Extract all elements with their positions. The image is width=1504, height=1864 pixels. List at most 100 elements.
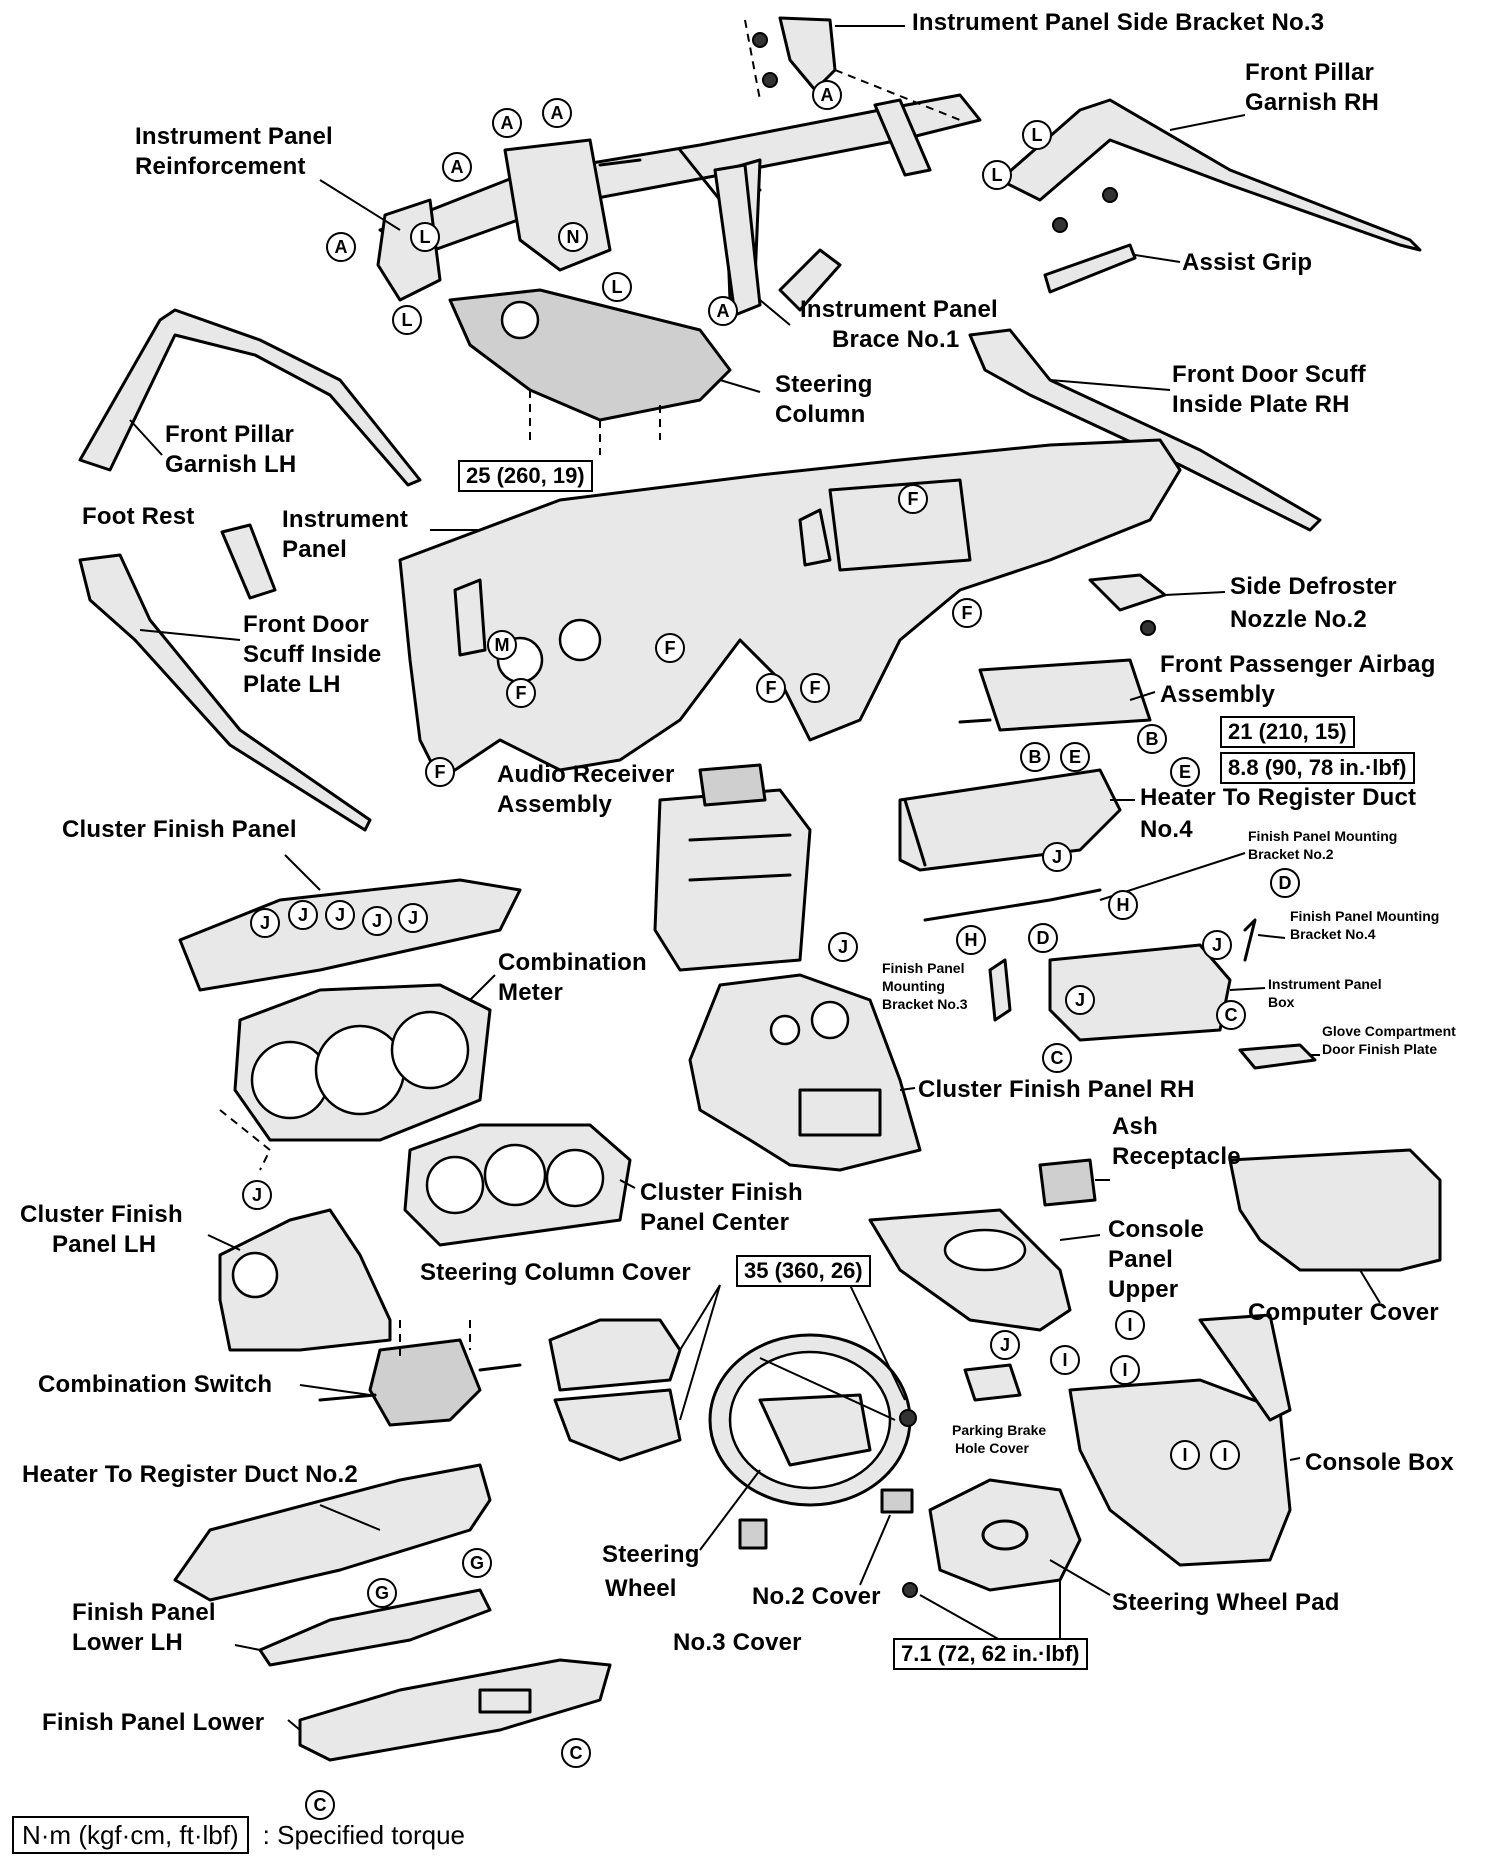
callout-c: C — [1042, 1043, 1072, 1073]
label-cluster-finish-panel: Cluster Finish Panel — [62, 816, 297, 843]
label-audio-receiver-line1: Audio Receiver — [497, 761, 675, 788]
callout-b: B — [1137, 724, 1167, 754]
label-side-defroster-line1: Side Defroster — [1230, 573, 1397, 600]
callout-l: L — [410, 222, 440, 252]
callout-i: I — [1170, 1440, 1200, 1470]
label-front-door-scuff-rh-line1: Front Door Scuff — [1172, 361, 1366, 388]
computer-cover-shape — [1228, 1148, 1442, 1272]
callout-j: J — [250, 908, 280, 938]
ash-receptacle-shape — [1038, 1158, 1097, 1207]
leader-lines — [129, 25, 1381, 1731]
label-front-door-scuff-rh-line2: Inside Plate RH — [1172, 391, 1350, 418]
label-ip-box-line1: Instrument Panel — [1268, 976, 1382, 992]
callout-f: F — [800, 673, 830, 703]
label-cluster-lh-line1: Cluster Finish — [20, 1201, 183, 1228]
label-steering-wheel-line1: Steering — [602, 1541, 700, 1568]
label-steering-wheel-line2: Wheel — [605, 1575, 677, 1602]
callout-i: I — [1115, 1310, 1145, 1340]
label-ip-brace-1-line2: Brace No.1 — [832, 326, 960, 353]
callout-l: L — [602, 272, 632, 302]
callout-i: I — [1110, 1355, 1140, 1385]
label-console-panel-upper-line1: Console — [1108, 1216, 1205, 1243]
torque-spec-21: 21 (210, 15) — [1220, 716, 1355, 748]
label-ip-reinforcement-line2: Reinforcement — [135, 153, 306, 180]
label-instrument-panel-line2: Panel — [282, 536, 348, 563]
console-box-shape — [1068, 1313, 1292, 1567]
callout-j: J — [362, 906, 392, 936]
label-foot-rest: Foot Rest — [82, 503, 195, 530]
label-front-pillar-garnish-rh-line2: Garnish RH — [1245, 89, 1380, 116]
front-door-scuff-lh — [78, 553, 372, 832]
label-ash-receptacle-line2: Receptacle — [1112, 1143, 1241, 1170]
label-cluster-center-line2: Panel Center — [640, 1209, 790, 1236]
callout-f: F — [952, 598, 982, 628]
legend-text: : Specified torque — [262, 1820, 466, 1850]
label-front-door-scuff-lh-line1: Front Door — [243, 611, 369, 638]
callout-j: J — [990, 1330, 1020, 1360]
label-front-pillar-garnish-lh-line2: Garnish LH — [165, 451, 297, 478]
label-heater-duct-4-line1: Heater To Register Duct — [1140, 784, 1417, 811]
callout-m: M — [487, 630, 517, 660]
callout-j: J — [1042, 842, 1072, 872]
label-parking-brake-line1: Parking Brake — [952, 1422, 1047, 1438]
label-side-defroster-line2: Nozzle No.2 — [1230, 606, 1367, 633]
callout-e: E — [1170, 757, 1200, 787]
label-ip-box-line2: Box — [1268, 994, 1295, 1010]
callout-f: F — [506, 678, 536, 708]
label-heater-duct-4-line2: No.4 — [1140, 816, 1193, 843]
foot-rest-shape — [220, 523, 277, 600]
side-bracket-3 — [744, 16, 961, 121]
label-instrument-panel-line1: Instrument — [282, 506, 409, 533]
label-bracket-4-line2: Bracket No.4 — [1290, 926, 1376, 942]
label-steering-column-line2: Column — [775, 401, 866, 428]
no3-cover-shape — [738, 1518, 768, 1550]
callout-j: J — [1065, 985, 1095, 1015]
label-bracket-3-line1: Finish Panel — [882, 960, 965, 976]
callout-j: J — [325, 900, 355, 930]
instrument-panel-reinforcement — [376, 93, 982, 302]
label-cluster-lh-line2: Panel LH — [52, 1231, 157, 1258]
legend-unit: N·m (kgf·cm, ft·lbf) — [12, 1816, 249, 1854]
instrument-panel-box-shape — [1048, 943, 1232, 1042]
label-combination-meter-line1: Combination — [498, 949, 647, 976]
label-no2-cover: No.2 Cover — [752, 1583, 881, 1610]
cluster-finish-panel-shape — [178, 878, 522, 992]
callout-e: E — [1060, 742, 1090, 772]
callout-g: G — [462, 1548, 492, 1578]
callout-c: C — [1216, 1000, 1246, 1030]
callout-f: F — [425, 757, 455, 787]
callout-l: L — [982, 160, 1012, 190]
callout-n: N — [558, 222, 588, 252]
label-passenger-airbag-line1: Front Passenger Airbag — [1160, 651, 1436, 678]
label-console-panel-upper-line2: Panel — [1108, 1246, 1174, 1273]
label-console-panel-upper-line3: Upper — [1108, 1276, 1179, 1303]
callout-a: A — [812, 80, 842, 110]
callout-i: I — [1210, 1440, 1240, 1470]
callout-j: J — [398, 903, 428, 933]
callout-a: A — [492, 108, 522, 138]
torque-spec-35: 35 (360, 26) — [736, 1255, 871, 1287]
label-bracket-3-line3: Bracket No.3 — [882, 996, 968, 1012]
callout-a: A — [442, 152, 472, 182]
callout-g: G — [367, 1578, 397, 1608]
console-panel-upper-shape — [868, 1208, 1072, 1332]
finish-panel-brackets — [923, 888, 1257, 1022]
callout-f: F — [898, 484, 928, 514]
combination-meter-shape — [219, 983, 492, 1171]
label-ash-receptacle-line1: Ash — [1112, 1113, 1158, 1140]
finish-panel-lower-lh-shape — [258, 1588, 492, 1667]
label-ip-side-bracket-3: Instrument Panel Side Bracket No.3 — [912, 9, 1325, 36]
label-bracket-2-line2: Bracket No.2 — [1248, 846, 1334, 862]
label-glove-plate-line2: Door Finish Plate — [1322, 1041, 1438, 1057]
label-steering-wheel-pad: Steering Wheel Pad — [1112, 1589, 1340, 1616]
label-glove-plate-line1: Glove Compartment — [1322, 1023, 1456, 1039]
label-cluster-finish-panel-rh: Cluster Finish Panel RH — [918, 1076, 1195, 1103]
label-front-pillar-garnish-lh-line1: Front Pillar — [165, 421, 295, 448]
combination-switch-shape — [318, 1320, 522, 1427]
label-bracket-2-line1: Finish Panel Mounting — [1248, 828, 1398, 844]
front-pillar-garnish-rh — [998, 98, 1422, 252]
callout-b: B — [1020, 742, 1050, 772]
callout-j: J — [828, 932, 858, 962]
callout-j: J — [288, 900, 318, 930]
